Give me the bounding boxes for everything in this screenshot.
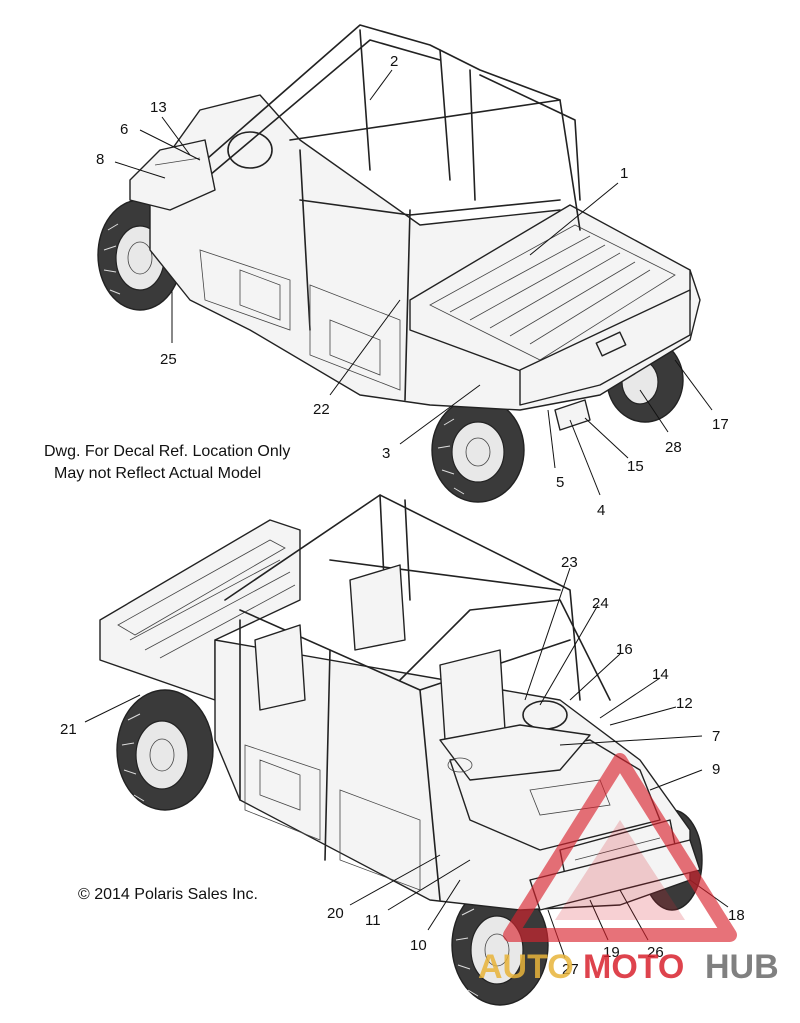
drawing-note-line1: Dwg. For Decal Ref. Location Only: [44, 443, 290, 460]
callout-26: 26: [647, 944, 664, 961]
callout-9: 9: [712, 761, 720, 778]
watermark-part1: AUTO: [478, 948, 574, 986]
callout-23: 23: [561, 554, 578, 571]
callout-8: 8: [96, 151, 104, 168]
callout-19: 19: [603, 944, 620, 961]
callout-18: 18: [728, 907, 745, 924]
callout-2: 2: [390, 53, 398, 70]
callout-11: 11: [365, 912, 381, 929]
callout-25: 25: [160, 351, 177, 368]
callout-6: 6: [120, 121, 128, 138]
callout-7: 7: [712, 728, 720, 745]
copyright-text: © 2014 Polaris Sales Inc.: [78, 886, 258, 903]
rear-left-tire: [431, 397, 525, 503]
callout-17: 17: [712, 416, 729, 433]
watermark-part3: HUB: [705, 948, 779, 986]
callout-numbers: 1 2 3 4 5 6 7 8 9 10 11 12 13 14 15 16 1…: [60, 53, 745, 978]
callout-5: 5: [556, 474, 564, 491]
watermark-part2: MOTO: [583, 948, 684, 986]
callout-12: 12: [676, 695, 693, 712]
callout-10: 10: [410, 937, 427, 954]
watermark-logo: AUTO MOTO HUB: [478, 753, 779, 986]
callout-4: 4: [597, 502, 605, 519]
callout-22: 22: [313, 401, 330, 418]
callout-3: 3: [382, 445, 390, 462]
callout-16: 16: [616, 641, 633, 658]
vehicle-rear-view: [97, 24, 701, 503]
callout-1: 1: [620, 165, 628, 182]
callout-15: 15: [627, 458, 644, 475]
callout-20: 20: [327, 905, 344, 922]
watermark-triangle-icon: [503, 753, 737, 942]
callout-21: 21: [60, 721, 77, 738]
callout-14: 14: [652, 666, 669, 683]
callout-13: 13: [150, 99, 167, 116]
callout-28: 28: [665, 439, 682, 456]
callout-27: 27: [562, 961, 579, 978]
bottom-rear-tire: [116, 689, 214, 811]
callout-24: 24: [592, 595, 609, 612]
drawing-note-line2: May not Reflect Actual Model: [54, 465, 261, 482]
leader-lines: [84, 69, 729, 959]
